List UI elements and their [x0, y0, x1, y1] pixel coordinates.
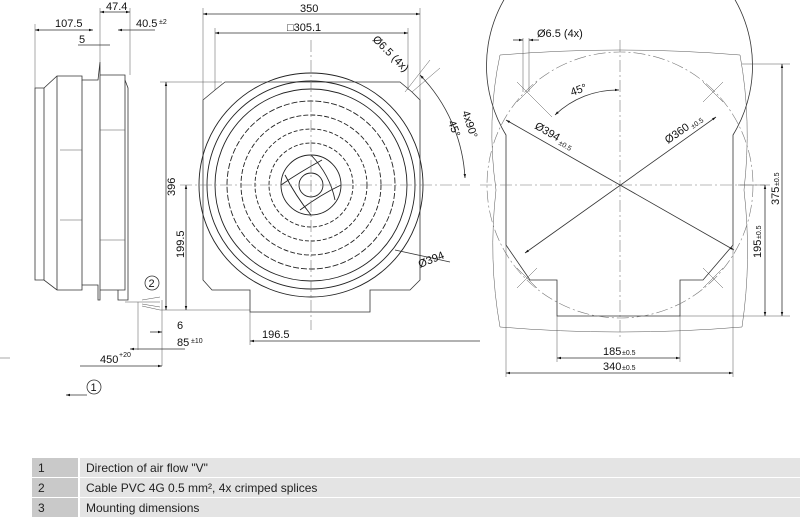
legend-row: 3 Mounting dimensions [32, 498, 800, 517]
technical-drawing: 107.5 47.4 40.5 ±2 5 6 85 ±10 450 +20 2 … [0, 0, 790, 397]
mounting-view: Ø6.5 (4x) 45° Ø394 ±0.5 Ø360 ±0.5 375 ±0… [480, 0, 790, 377]
dim-340: 340 [603, 361, 621, 373]
dim-185-tol: ±0.5 [622, 350, 636, 357]
dim-305-1: □305.1 [287, 22, 321, 34]
callout-2-circle [144, 275, 160, 291]
front-view: 350 □305.1 396 199.5 196.5 Ø6.5 (4x) 4x9… [160, 3, 480, 345]
legend-num: 1 [32, 458, 80, 477]
callout-2: 2 [149, 278, 155, 290]
side-view: 107.5 47.4 40.5 ±2 5 6 85 ±10 450 +20 2 … [0, 1, 203, 397]
legend-text: Direction of air flow "V" [80, 458, 800, 477]
callout-1: 1 [91, 382, 97, 394]
dim-85: 85 [177, 337, 189, 349]
dim-360-mount: Ø360 [663, 121, 692, 146]
callout-1-circle [86, 379, 102, 395]
legend-row: 2 Cable PVC 4G 0.5 mm², 4x crimped splic… [32, 478, 800, 497]
legend-row: 1 Direction of air flow "V" [32, 458, 800, 477]
dim-tol-2: ±2 [159, 19, 167, 26]
dim-340-tol: ±0.5 [622, 365, 636, 372]
dim-199-5: 199.5 [175, 230, 187, 258]
dim-396: 396 [166, 178, 178, 196]
dim-hole-mount: Ø6.5 (4x) [537, 28, 583, 40]
dim-6: 6 [177, 320, 183, 332]
legend-text: Cable PVC 4G 0.5 mm², 4x crimped splices [80, 478, 800, 497]
legend-num: 3 [32, 498, 80, 517]
dim-360-tol: ±0.5 [690, 117, 705, 131]
dim-375-tol: ±0.5 [774, 172, 781, 186]
legend-num: 2 [32, 478, 80, 497]
dim-195: 195 [752, 240, 764, 258]
dim-450: 450 [100, 354, 118, 366]
dim-375: 375 [770, 187, 782, 205]
dim-45-mount: 45° [569, 82, 589, 99]
dim-4x90: 4x90° [459, 109, 479, 140]
dim-394-front: Ø394 [417, 250, 446, 271]
dim-45-front: 45° [445, 119, 462, 139]
dim-40-5: 40.5 [136, 18, 157, 30]
dim-tol-10: ±10 [191, 338, 203, 345]
legend-table: 1 Direction of air flow "V" 2 Cable PVC … [32, 457, 800, 518]
dim-185: 185 [603, 346, 621, 358]
legend-text: Mounting dimensions [80, 498, 800, 517]
dim-350: 350 [300, 3, 318, 15]
dim-394-mount: Ø394 [533, 120, 562, 144]
dim-195-tol: ±0.5 [756, 225, 763, 239]
dim-tol-20: +20 [119, 352, 131, 359]
dim-5: 5 [79, 34, 85, 46]
dim-hole-front: Ø6.5 (4x) [370, 34, 411, 75]
dim-196-5: 196.5 [262, 329, 290, 341]
dim-107-5: 107.5 [55, 18, 83, 30]
dim-47-4: 47.4 [106, 1, 127, 13]
